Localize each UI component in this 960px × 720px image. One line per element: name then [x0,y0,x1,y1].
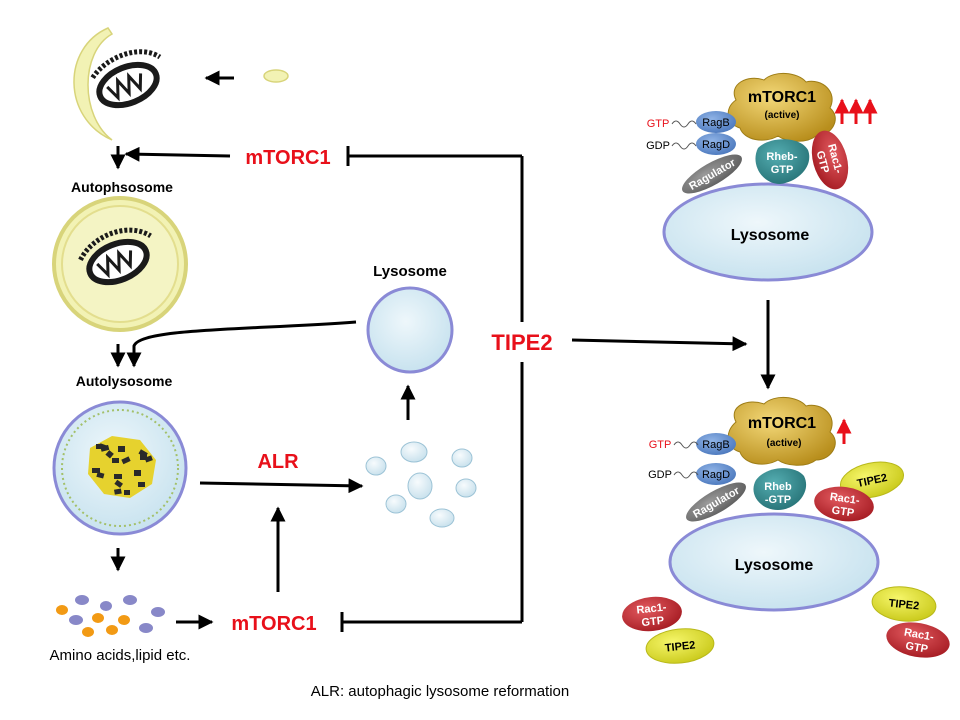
top-lysosome [662,182,874,282]
top-mtorc1-active: (active) [764,110,799,121]
bottom-gdp-label: GDP [648,469,672,481]
tipe2-center-label: TIPE2 [491,330,552,355]
degraded-cargo [88,436,156,498]
top-rheb-line1: Rheb- [766,151,798,163]
top-rac1-line2: GTP [814,150,831,175]
top-lysosome-label: Lysosome [731,227,810,244]
bottom-rac1-2-line1: Rac1- [636,601,667,616]
top-gdp-label: GDP [646,140,670,152]
arrow-tipe2-to-right [571,336,748,352]
top-gtp-label: GTP [647,118,670,130]
bottom-rac1-3-line1: Rac1- [903,627,935,644]
bottom-mtorc1-blob [727,397,836,466]
bottom-rheb-line2: -GTP [765,494,791,506]
bottom-mtorc1-active: (active) [766,438,801,449]
small-vesicle [263,69,289,83]
autophagosome-label: Autophsosome [71,179,173,195]
bottom-tipe2-2: TIPE2 [645,628,715,664]
top-lysosome-complex: Lysosome mTORC1 (active) RagB RagD GTP G… [646,73,878,282]
mitochondrion-icon [78,227,152,286]
top-rac1-gtp: Rac1- GTP [811,130,849,190]
top-ragd [696,133,736,155]
bottom-lysosome-label: Lysosome [735,557,814,574]
mitochondrion-icon [90,49,162,109]
arrow-alr [199,478,364,494]
top-gdp-link [671,142,697,150]
arrow-lysosome-to-autolysosome [126,320,357,368]
top-ragb-label: RagB [702,117,730,129]
bottom-ragd [696,463,736,485]
mtorc1-bottom-label: mTORC1 [231,613,316,635]
bottom-rheb-gtp: Rheb -GTP [753,468,807,510]
bottom-rac1-gtp-1: Rac1- GTP [814,486,874,522]
top-rheb-line2: GTP [771,164,794,176]
footnote: ALR: autophagic lysosome reformation [311,683,569,700]
bottom-rac1-gtp-2: Rac1- GTP [622,596,682,632]
top-activity-arrows [834,98,878,124]
amino-acid-molecules [56,595,165,637]
bottom-tipe2-3-label: TIPE2 [888,597,920,612]
phagophore-membrane [73,27,114,141]
alr-label: ALR [257,451,299,473]
bottom-rheb-line1: Rheb [764,481,792,493]
bottom-rac1-2-line2: GTP [641,615,665,629]
amino-acids-label: Amino acids,lipid etc. [50,647,191,664]
bottom-lysosome-complex: Lysosome mTORC1 (active) RagB RagD GTP G… [622,397,950,664]
bottom-mtorc1-label: mTORC1 [748,415,816,432]
top-ragb [696,111,736,133]
bottom-tipe2-2-label: TIPE2 [664,639,696,654]
lysosome-center-label: Lysosome [373,263,447,280]
bottom-rac1-gtp-3: Rac1- GTP [886,622,950,658]
bottom-tipe2-1: TIPE2 [840,461,904,499]
bottom-rac1-1-line2: GTP [831,504,855,519]
bottom-ragb [696,433,736,455]
bottom-ragb-label: RagB [702,439,730,451]
autolysosome-inner-membrane [61,409,179,527]
bottom-ragd-label: RagD [702,469,730,481]
bottom-lysosome [668,512,880,612]
bottom-gtp-label: GTP [649,439,672,451]
top-gtp-link [671,120,697,128]
proto-lysosome-vesicles [365,441,477,528]
bottom-gtp-link [673,441,699,449]
top-mtorc1-label: mTORC1 [748,89,816,106]
bottom-rac1-1-line1: Rac1- [829,491,861,507]
top-ragd-label: RagD [702,139,730,151]
arrow-mtorc1-to-phagophore [124,146,231,162]
autolysosome-label: Autolysosome [76,373,173,389]
bottom-rac1-3-line2: GTP [904,640,928,656]
lysosome-center [366,286,454,374]
bottom-tipe2-3: TIPE2 [871,586,937,622]
mtorc1-top-label: mTORC1 [245,147,330,169]
top-mtorc1-blob [727,73,836,142]
top-rheb-gtp: Rheb- GTP [755,139,810,184]
bottom-gdp-link [673,471,699,479]
